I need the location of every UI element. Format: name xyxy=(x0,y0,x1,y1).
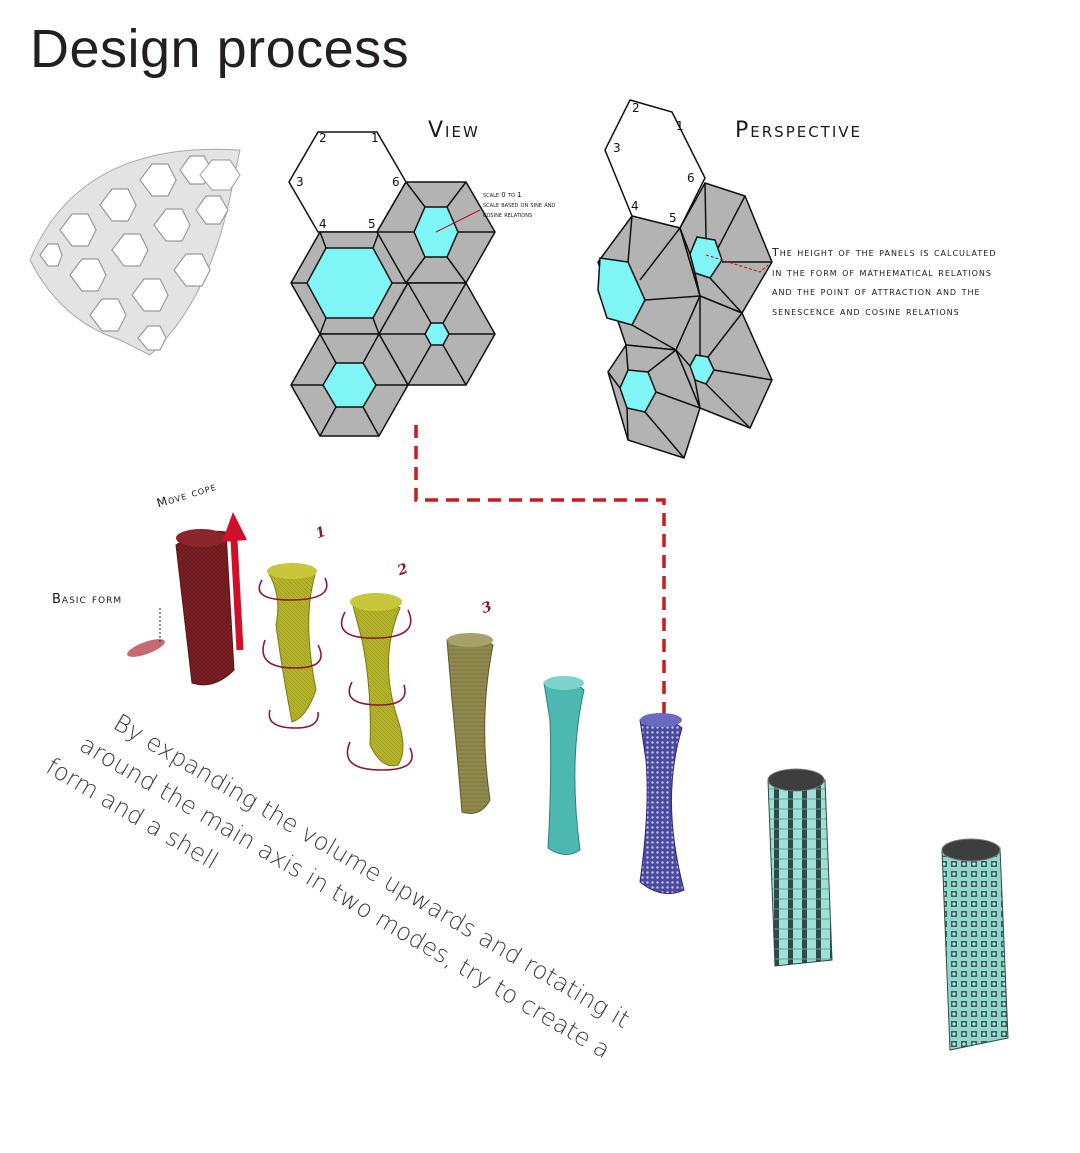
basic-form-label: Basic form xyxy=(52,592,123,607)
extruded-form xyxy=(175,529,235,686)
vertex-number: 2 xyxy=(632,101,640,115)
vertex-number: 2 xyxy=(319,131,327,145)
description-line: in the form of mathematical relations xyxy=(772,265,992,279)
description-line: senescence and cosine relations xyxy=(772,304,960,318)
vertex-number: 4 xyxy=(631,199,639,213)
shell-form-teal xyxy=(543,676,585,855)
perspective-label: Perspective xyxy=(735,118,863,143)
twisted-form-2 xyxy=(340,593,413,771)
vertex-number-group: 1 2 3 4 5 6 1 2 3 4 5 6 xyxy=(296,101,695,231)
shell-form-purple xyxy=(639,713,685,895)
page-title: Design process xyxy=(30,19,410,79)
scale-note-line: scale 0 to 1 xyxy=(483,191,522,199)
vertex-number: 3 xyxy=(296,175,304,189)
dashed-connector-line xyxy=(414,425,666,725)
shell-form-olive xyxy=(446,633,494,814)
perspective-hex-diagram xyxy=(597,99,773,459)
vertex-number: 6 xyxy=(392,175,400,189)
panel-height-description: The height of the panels is calculated i… xyxy=(772,243,997,321)
scale-note-line: cosine relations xyxy=(483,211,533,219)
diagram-graphics: 1 2 3 4 5 6 1 2 3 4 5 6 xyxy=(29,99,1009,1051)
vertex-number: 6 xyxy=(687,171,695,185)
description-line: and the point of attraction and the xyxy=(772,285,981,298)
design-process-board: Design process xyxy=(29,19,1009,1064)
vertex-number: 3 xyxy=(613,141,621,155)
vertex-number: 1 xyxy=(371,131,379,145)
scale-note-line: scale based on sine and xyxy=(483,201,556,209)
tower-mesh xyxy=(941,838,1009,1051)
tower-striped xyxy=(767,768,833,967)
vertex-number: 4 xyxy=(319,217,327,231)
view-label: View xyxy=(428,118,480,143)
view-hex-diagram xyxy=(288,131,496,437)
basic-form-shape xyxy=(127,608,165,657)
twisted-form-1 xyxy=(258,563,328,729)
move-arrow xyxy=(222,512,247,651)
vertex-number: 1 xyxy=(676,119,684,133)
vertex-number: 5 xyxy=(669,211,677,225)
hex-panel-render xyxy=(29,148,241,356)
vertex-number: 5 xyxy=(368,217,376,231)
description-line: The height of the panels is calculated xyxy=(772,246,997,259)
scale-note: scale 0 to 1 scale based on sine and cos… xyxy=(483,190,555,220)
